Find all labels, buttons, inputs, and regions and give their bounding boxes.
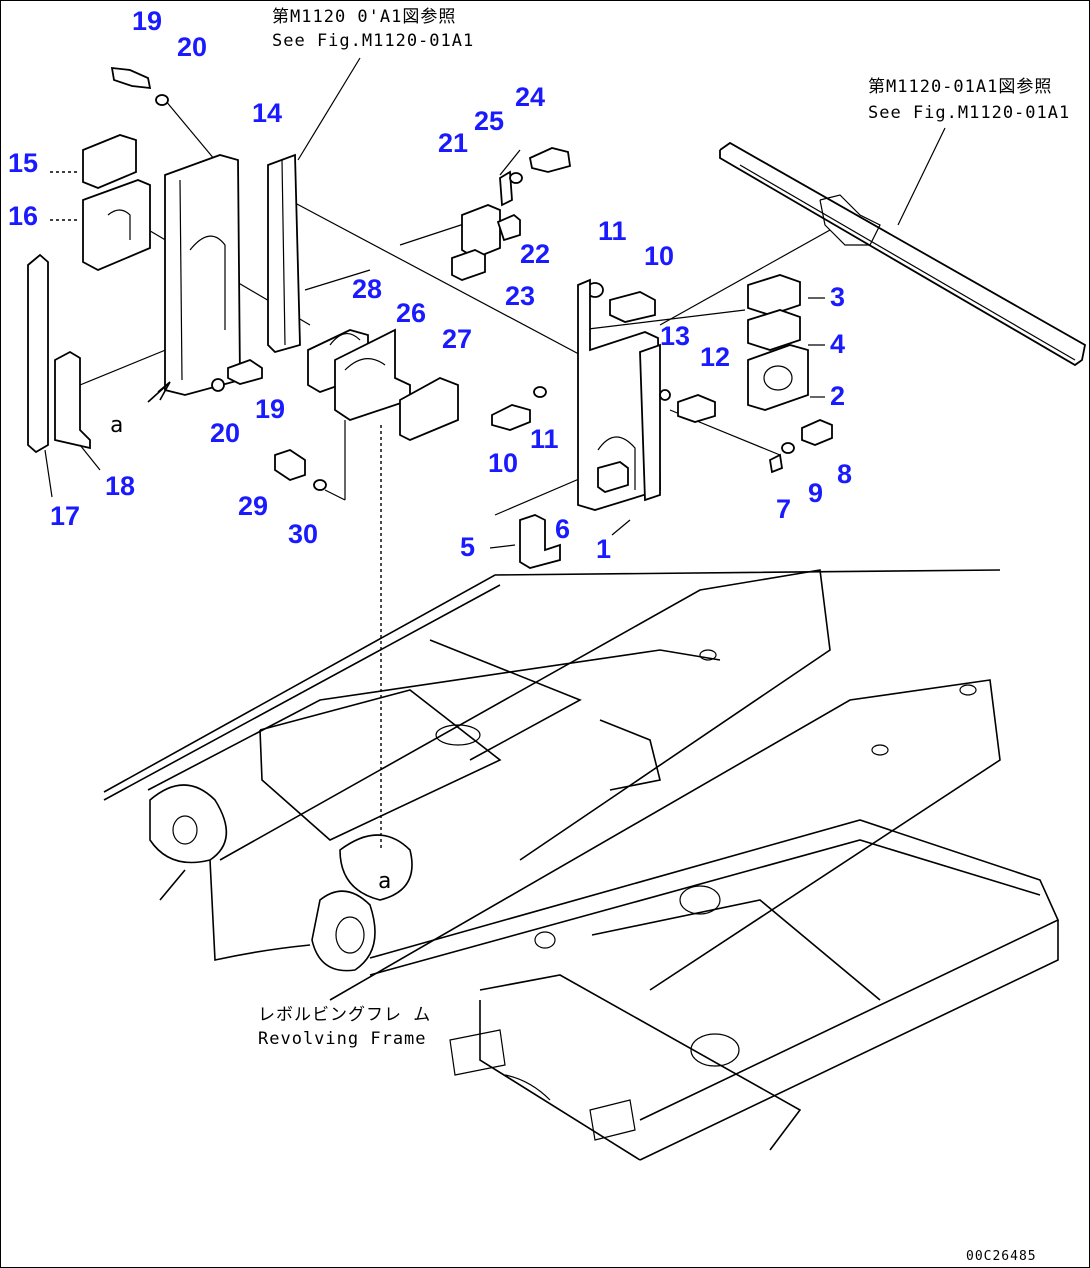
- callout-27: 27: [442, 324, 472, 354]
- callout-20-lower: 20: [210, 418, 240, 448]
- drawing-code: 00C26485: [966, 1249, 1037, 1264]
- reference-top-en: See Fig.M1120-01A1: [272, 31, 474, 51]
- callout-leaders: [44, 171, 825, 549]
- callout-10: 10: [644, 241, 674, 271]
- callout-13: 13: [660, 321, 690, 351]
- callout-5: 5: [460, 532, 475, 562]
- callout-21: 21: [438, 128, 468, 158]
- callout-4: 4: [830, 329, 845, 359]
- callout-19: 19: [132, 6, 162, 36]
- callout-1: 1: [596, 534, 611, 564]
- callout-11-lower: 11: [530, 424, 559, 454]
- reference-right-en: See Fig.M1120-01A1: [868, 103, 1070, 123]
- revolving-frame-jp: レボルビングフレ ム: [258, 1005, 431, 1025]
- callout-28: 28: [352, 274, 382, 304]
- callout-10-lower: 10: [488, 448, 518, 478]
- callout-2: 2: [830, 381, 845, 411]
- right-parts: [451, 147, 833, 569]
- callout-29: 29: [238, 491, 268, 521]
- callout-3: 3: [830, 282, 845, 312]
- callout-16: 16: [8, 201, 38, 231]
- callout-22: 22: [520, 239, 550, 269]
- callout-18: 18: [105, 471, 135, 501]
- callout-15: 15: [8, 148, 38, 178]
- revolving-frame-en: Revolving Frame: [258, 1029, 427, 1049]
- cross-member: [719, 141, 1087, 367]
- left-parts: [27, 66, 459, 491]
- callout-11: 11: [598, 216, 627, 246]
- callout-12: 12: [700, 342, 730, 372]
- marker-a-upper: a: [110, 413, 124, 438]
- callout-14: 14: [252, 98, 282, 128]
- callout-30: 30: [288, 519, 318, 549]
- callouts: 19 20 14 15 16 17 18 20 19 28 26 27 29 3…: [8, 6, 852, 564]
- marker-a-lower: a: [378, 869, 392, 894]
- callout-7: 7: [776, 494, 791, 524]
- callout-17: 17: [50, 501, 80, 531]
- callout-19-lower: 19: [255, 394, 285, 424]
- callout-6: 6: [555, 514, 570, 544]
- callout-8: 8: [837, 459, 852, 489]
- callout-24: 24: [515, 82, 545, 112]
- revolving-frame: [103, 569, 1060, 1161]
- callout-25: 25: [474, 106, 504, 136]
- callout-20: 20: [177, 32, 207, 62]
- reference-top-jp: 第M1120 0'A1図参照: [272, 7, 456, 27]
- callout-9: 9: [808, 478, 823, 508]
- callout-26: 26: [396, 298, 426, 328]
- callout-23: 23: [505, 281, 535, 311]
- reference-right-jp: 第M1120-01A1図参照: [868, 77, 1052, 97]
